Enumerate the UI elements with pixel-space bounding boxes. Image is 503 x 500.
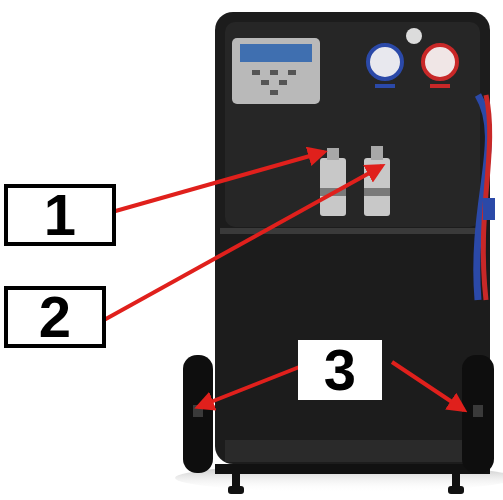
callout-number: 3 [324, 341, 356, 399]
base-tray [225, 440, 480, 462]
caster-stem [232, 474, 240, 488]
key [270, 70, 278, 75]
caster-stem [452, 474, 460, 488]
leader-arrow [112, 152, 324, 212]
callout-box: 2 [4, 286, 106, 348]
base-frame [215, 464, 490, 474]
leader-arrows [104, 152, 464, 410]
callout-number: 2 [39, 288, 71, 346]
oil-bottle [320, 148, 346, 216]
callout-box: 1 [4, 184, 116, 246]
machine-cabinet [215, 12, 490, 464]
caster [448, 486, 464, 494]
key [270, 90, 278, 95]
bottle-band [364, 188, 390, 196]
upper-panel [225, 22, 480, 227]
dye-bottle [364, 146, 390, 216]
small-gauge [406, 28, 422, 44]
key [288, 70, 296, 75]
bottle-cap [371, 146, 383, 160]
keypad [252, 70, 296, 95]
left-wheel [183, 355, 213, 473]
right-wheel [462, 355, 494, 473]
callout-number: 1 [44, 186, 76, 244]
wheel-hub [473, 405, 483, 417]
display-screen [240, 44, 312, 62]
hose-coupler [483, 198, 495, 220]
red-hose [483, 95, 489, 300]
bottle-cap [327, 148, 339, 160]
control-panel [232, 38, 320, 104]
leader-arrow [198, 362, 312, 407]
leader-arrow [392, 362, 464, 410]
leader-arrow [104, 166, 382, 320]
caster [228, 486, 244, 494]
gauge-tag [430, 84, 450, 88]
high-pressure-gauge [423, 45, 457, 79]
key [261, 80, 269, 85]
callout-box: 3 [298, 340, 382, 400]
low-pressure-gauge [368, 45, 402, 79]
gauge-tag [375, 84, 395, 88]
key [252, 70, 260, 75]
key [279, 80, 287, 85]
